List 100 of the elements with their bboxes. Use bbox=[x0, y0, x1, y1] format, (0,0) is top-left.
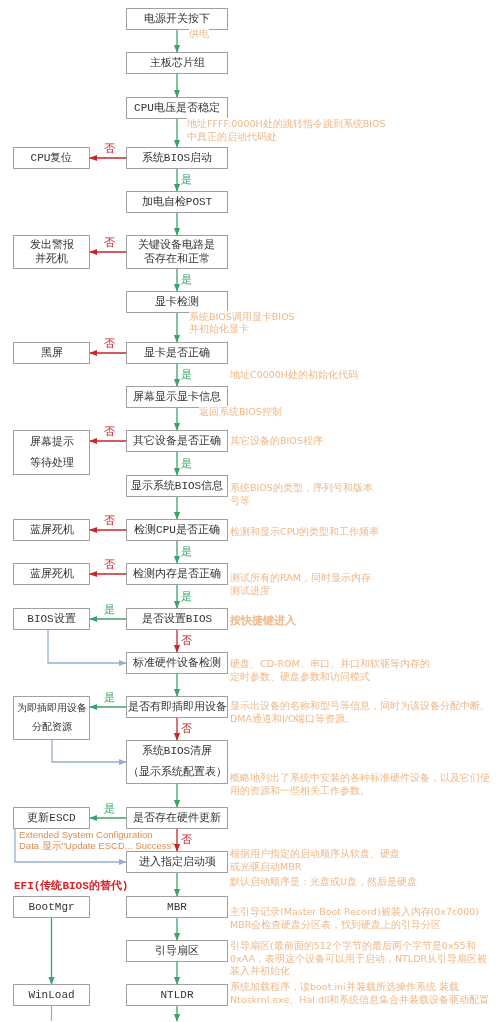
process-box bbox=[126, 807, 228, 829]
outcome-box bbox=[13, 696, 90, 740]
box-text: 进入指定启动项 bbox=[138, 854, 216, 870]
box-text: 显卡检测 bbox=[155, 294, 199, 310]
annotation-text: 硬盘、CD-ROM、串口、并口和软驱等内存的定时参数、硬盘参数和访问模式 bbox=[230, 658, 430, 683]
arrow bbox=[173, 496, 181, 520]
arrow bbox=[173, 73, 181, 98]
box-text: 关键设备电路是否存在和正常 bbox=[137, 237, 217, 267]
edge-label: 否 bbox=[181, 833, 192, 845]
box-text: 检测内存是否正确 bbox=[133, 566, 221, 582]
arrow bbox=[173, 917, 181, 941]
edge-label: 是 bbox=[181, 368, 192, 380]
process-box bbox=[126, 652, 228, 674]
box-text: 是否存在硬件更新 bbox=[133, 810, 221, 826]
arrow bbox=[173, 312, 181, 343]
box-text: 更新ESCD bbox=[27, 810, 76, 826]
outcome-box bbox=[13, 235, 90, 269]
box-text: 是否设置BIOS bbox=[141, 611, 213, 627]
arrow bbox=[173, 961, 181, 985]
annotation-text: 主引导记录(Master Boot Record)被装入内存(0x7c000) MBR会检查硬盘分区表，找到硬盘上的引导分区 bbox=[230, 906, 481, 931]
annotation-text: 测试所有的RAM，同时显示内存测试进度 bbox=[230, 572, 372, 597]
arrow bbox=[173, 828, 181, 852]
edge-label: 返回系统BIOS控制 bbox=[199, 406, 282, 419]
annotation-text: 系统加载程序，读boot.ini并装载所选操作系统 装载Ntoskrnl.exe、Hal.dll和系统信息集合并装载设备驱动配置 bbox=[230, 981, 491, 1006]
process-box bbox=[126, 430, 228, 452]
process-box bbox=[126, 519, 228, 541]
process-box bbox=[126, 740, 228, 784]
process-box bbox=[126, 563, 228, 585]
outcome-box bbox=[13, 807, 90, 829]
arrow bbox=[173, 872, 181, 897]
edge-label: 否 bbox=[181, 634, 192, 646]
box-text: 为即插即用设备分配资源 bbox=[15, 702, 88, 735]
box-text: 主板芯片组 bbox=[149, 55, 205, 71]
box-text: 标准硬件设备检测 bbox=[133, 655, 221, 671]
process-box bbox=[126, 191, 228, 213]
box-text: （显示系统配置表） bbox=[127, 765, 227, 780]
edge-label: 是 bbox=[181, 545, 192, 557]
arrow bbox=[47, 629, 127, 667]
process-box bbox=[126, 52, 228, 74]
process-box bbox=[126, 8, 228, 30]
edge-label: 否 bbox=[181, 722, 192, 734]
box-text: BootMgr bbox=[28, 899, 75, 915]
annotation-text: 概略地列出了系统中安装的各种标准硬件设备，以及它们使用的资源和一些相关工作参数。 bbox=[230, 772, 490, 797]
box-text: 显示系统BIOS信息 bbox=[130, 478, 224, 494]
edge-label: 否 bbox=[104, 337, 115, 349]
arrow bbox=[173, 29, 181, 53]
process-box bbox=[126, 940, 228, 962]
box-text: 系统BIOS清屏 bbox=[141, 744, 213, 760]
box-text: 黑屏 bbox=[40, 345, 63, 361]
box-text: 屏幕显示显卡信息 bbox=[133, 389, 221, 405]
arrow bbox=[89, 437, 127, 445]
arrow bbox=[173, 629, 181, 653]
edge-label: 否 bbox=[104, 236, 115, 248]
process-box bbox=[126, 896, 228, 918]
edge-label: 是 bbox=[181, 273, 192, 285]
annotation-text: 地址C0000H处的初始化代码 bbox=[230, 369, 359, 382]
outcome-box bbox=[13, 519, 90, 541]
box-text: 检测CPU是否正确 bbox=[134, 522, 220, 538]
process-box bbox=[126, 342, 228, 364]
process-box bbox=[126, 608, 228, 630]
edge-label: 地址FFFF:0000H处的跳转指令跳到系统BIOS中真正的启动代码处 bbox=[187, 118, 387, 143]
annotation-text: 其它设备的BIOS程序 bbox=[230, 435, 324, 448]
edge-label: 否 bbox=[104, 514, 115, 526]
arrow bbox=[89, 814, 127, 822]
arrow bbox=[173, 717, 181, 741]
box-text: 发出警报并死机 bbox=[28, 237, 75, 267]
arrow bbox=[173, 783, 181, 808]
edge-label: 供电 bbox=[189, 28, 209, 41]
arrow bbox=[14, 828, 127, 866]
arrow bbox=[89, 526, 127, 534]
arrow bbox=[173, 268, 181, 292]
arrow bbox=[173, 584, 181, 609]
annotation-text: 系统BIOS的类型，序列号和版本号等 bbox=[230, 482, 374, 507]
process-box bbox=[126, 386, 228, 408]
box-text: NTLDR bbox=[160, 987, 194, 1003]
arrow bbox=[89, 154, 127, 162]
arrow bbox=[89, 703, 127, 711]
arrow bbox=[89, 615, 127, 623]
outcome-box bbox=[13, 563, 90, 585]
arrow bbox=[173, 451, 181, 476]
box-text: 电源开关按下 bbox=[144, 11, 210, 27]
section-heading: EFI(传统BIOS的替代) bbox=[14, 878, 129, 893]
process-box bbox=[126, 147, 228, 169]
box-text: 是否有即插即用设备 bbox=[127, 699, 227, 715]
box-text: 其它设备是否正确 bbox=[133, 433, 221, 449]
box-text: CPU复位 bbox=[30, 150, 73, 166]
box-text: 引导扇区 bbox=[155, 943, 199, 959]
edge-label: 是 bbox=[181, 173, 192, 185]
arrow bbox=[173, 673, 181, 697]
arrow bbox=[89, 570, 127, 578]
outcome-box bbox=[13, 430, 90, 475]
outcome-box bbox=[13, 342, 90, 364]
box-text: 屏幕提示等待处理 bbox=[28, 434, 75, 471]
edge-label: 是 bbox=[104, 603, 115, 615]
box-text: BIOS设置 bbox=[27, 611, 76, 627]
box-text: 加电自检POST bbox=[141, 194, 213, 210]
arrow bbox=[89, 248, 127, 256]
edge-label: 是 bbox=[181, 456, 192, 469]
outcome-box bbox=[13, 608, 90, 630]
arrow bbox=[173, 212, 181, 236]
